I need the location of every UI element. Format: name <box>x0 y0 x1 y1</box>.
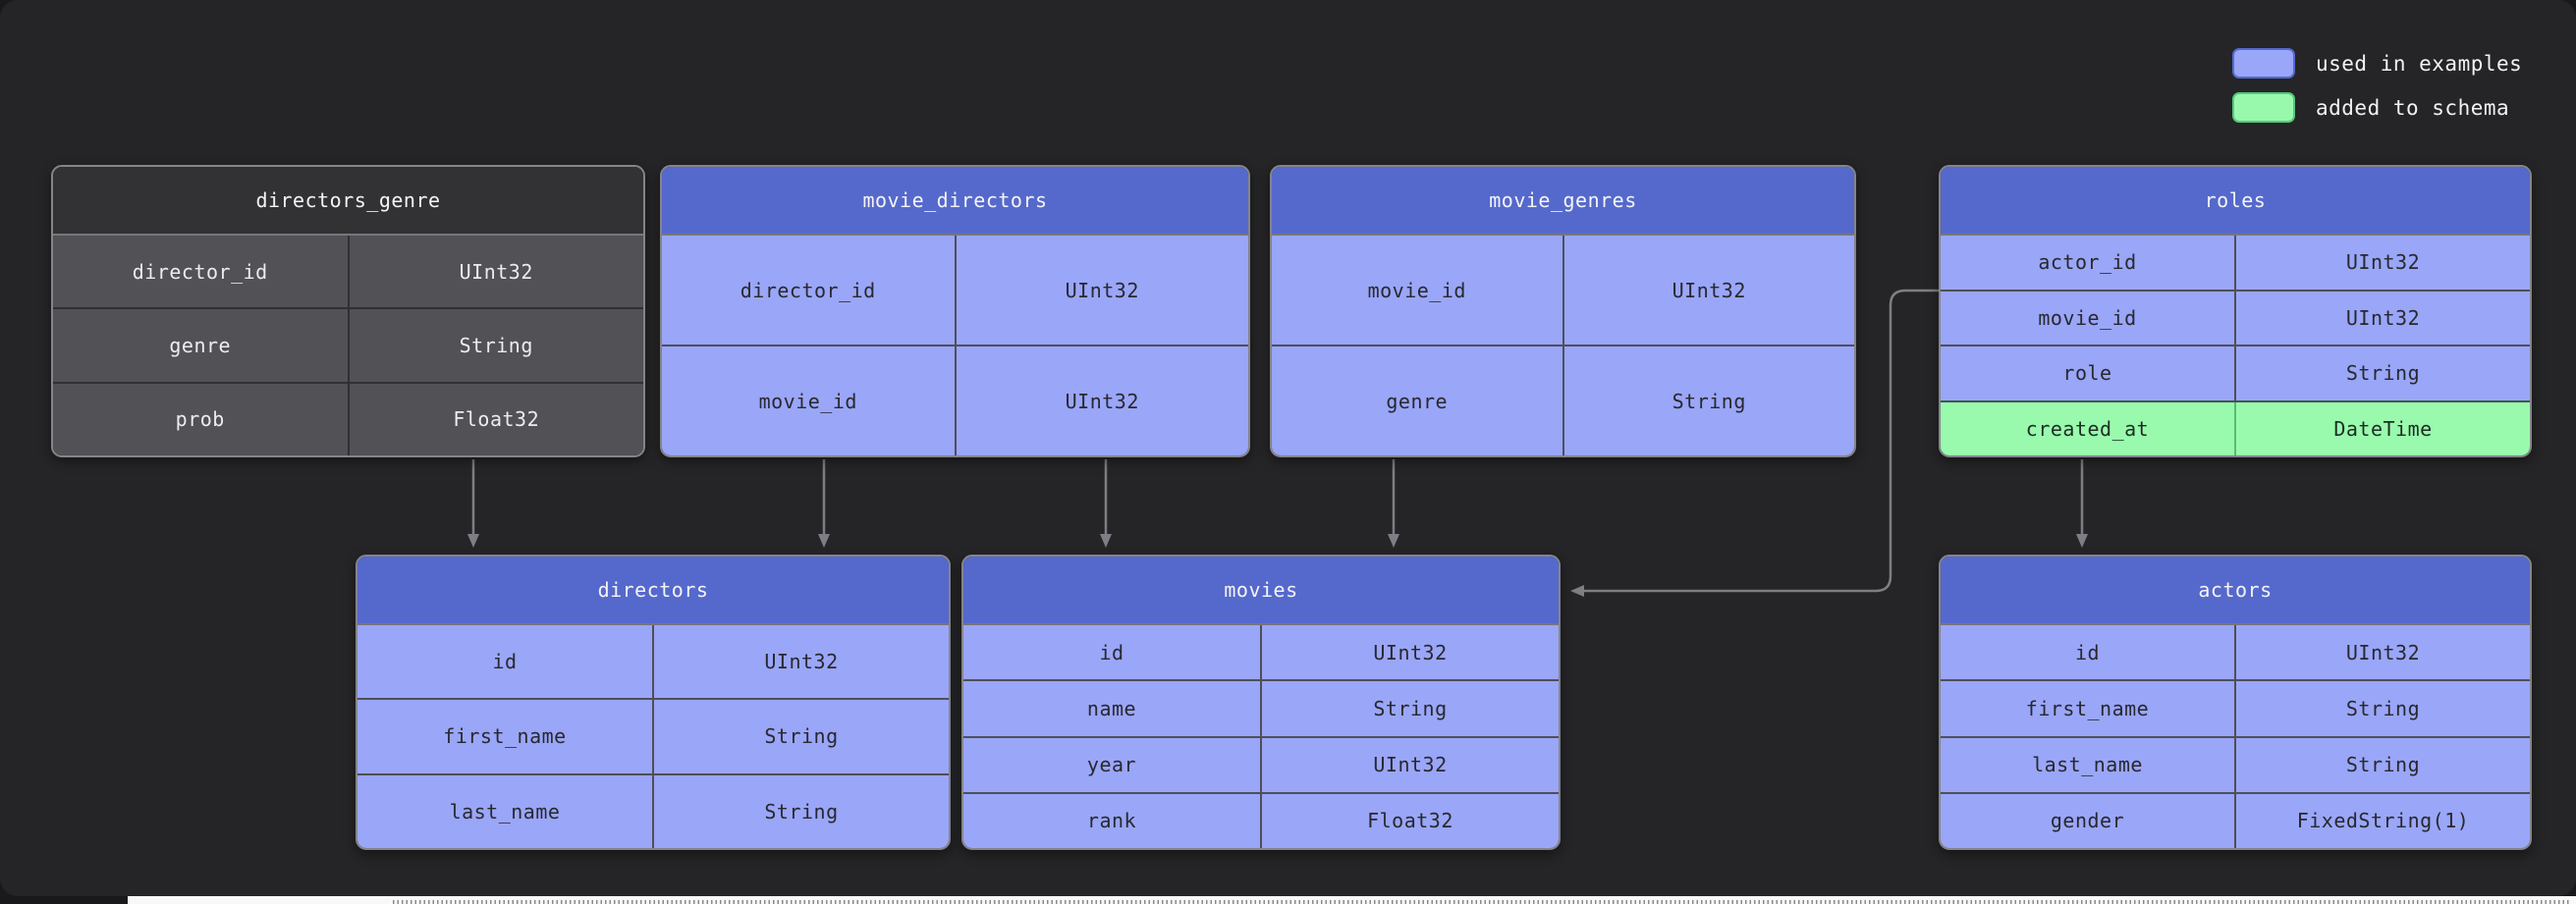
table-row: movie_id UInt32 <box>662 345 1248 455</box>
field-type: String <box>1260 681 1559 736</box>
field-name: id <box>492 650 518 674</box>
legend-item-used-in-examples: used in examples <box>2232 48 2522 79</box>
field-type: DateTime <box>2234 401 2530 455</box>
field-type: UInt32 <box>652 625 949 699</box>
table-row-added-to-schema: created_at DateTime <box>1941 399 2530 455</box>
table-movie-directors: movie_directors director_id UInt32 movie… <box>660 165 1250 457</box>
table-title: actors <box>1941 557 2530 625</box>
table-title: directors <box>357 557 949 625</box>
legend-swatch-used-in-examples <box>2232 48 2295 79</box>
field-type: UInt32 <box>347 236 644 308</box>
field-name: actor_id <box>2038 250 2137 275</box>
table-row: genre String <box>53 307 644 382</box>
field-type: FixedString(1) <box>2234 793 2530 848</box>
table-title: movies <box>963 557 1559 625</box>
field-type: String <box>2234 346 2530 400</box>
table-row: director_id UInt32 <box>53 236 644 308</box>
table-directors-genre: directors_genre director_id UInt32 genre… <box>51 165 645 457</box>
table-row: gender FixedString(1) <box>1941 791 2530 848</box>
table-row: first_name String <box>357 698 949 773</box>
legend-item-added-to-schema: added to schema <box>2232 92 2522 123</box>
field-name: id <box>2074 640 2101 665</box>
table-row: genre String <box>1272 345 1854 455</box>
field-type: UInt32 <box>2234 625 2530 680</box>
field-name: first_name <box>443 724 567 749</box>
table-row: name String <box>963 679 1559 736</box>
field-name: movie_id <box>758 389 857 413</box>
table-row: prob Float32 <box>53 381 644 455</box>
field-type: UInt32 <box>2234 291 2530 345</box>
field-type: UInt32 <box>1562 236 1855 345</box>
table-title: directors_genre <box>53 167 643 236</box>
page-bottom-strip <box>128 896 2576 904</box>
table-row: first_name String <box>1941 679 2530 736</box>
field-name: rank <box>1086 809 1137 833</box>
field-name: genre <box>1386 389 1449 413</box>
field-type: String <box>347 309 644 382</box>
table-title: roles <box>1941 167 2530 236</box>
table-row: id UInt32 <box>1941 625 2530 680</box>
field-name: first_name <box>2025 696 2150 720</box>
field-name: movie_id <box>1367 278 1466 302</box>
table-row: id UInt32 <box>357 625 949 699</box>
field-type: String <box>652 774 949 848</box>
field-type: UInt32 <box>2234 236 2530 290</box>
table-row: last_name String <box>357 772 949 848</box>
field-type: String <box>2234 681 2530 736</box>
table-row: rank Float32 <box>963 791 1559 848</box>
table-directors: directors id UInt32 first_name String la… <box>356 555 951 850</box>
field-type: UInt32 <box>1260 625 1559 680</box>
field-type: UInt32 <box>1260 737 1559 792</box>
field-name: last_name <box>449 799 561 824</box>
field-name: gender <box>2050 809 2125 833</box>
table-row: movie_id UInt32 <box>1272 236 1854 345</box>
table-row: year UInt32 <box>963 735 1559 792</box>
legend-label: added to schema <box>2316 95 2510 120</box>
field-name: genre <box>169 333 232 357</box>
legend-label: used in examples <box>2316 51 2523 76</box>
table-title: movie_directors <box>662 167 1248 236</box>
field-name: director_id <box>132 259 268 284</box>
field-name: last_name <box>2032 753 2143 777</box>
table-row: role String <box>1941 345 2530 400</box>
field-name: year <box>1086 753 1137 777</box>
table-roles: roles actor_id UInt32 movie_id UInt32 ro… <box>1939 165 2532 457</box>
field-name: movie_id <box>2038 305 2137 330</box>
field-type: Float32 <box>347 383 644 455</box>
field-name: name <box>1086 696 1137 720</box>
table-row: movie_id UInt32 <box>1941 289 2530 345</box>
field-type: String <box>1562 346 1855 455</box>
field-name: id <box>1099 640 1124 665</box>
field-type: UInt32 <box>954 236 1249 345</box>
table-row: id UInt32 <box>963 625 1559 680</box>
table-movie-genres: movie_genres movie_id UInt32 genre Strin… <box>1270 165 1856 457</box>
field-name: prob <box>175 407 225 432</box>
legend: used in examples added to schema <box>2232 48 2522 123</box>
field-type: Float32 <box>1260 793 1559 848</box>
field-name: role <box>2062 361 2112 386</box>
legend-swatch-added-to-schema <box>2232 92 2295 123</box>
field-name: director_id <box>740 278 876 302</box>
field-name: created_at <box>2025 416 2150 441</box>
field-type: String <box>652 700 949 773</box>
table-row: last_name String <box>1941 735 2530 792</box>
table-title: movie_genres <box>1272 167 1854 236</box>
table-movies: movies id UInt32 name String year UInt32… <box>961 555 1561 850</box>
table-row: director_id UInt32 <box>662 236 1248 345</box>
field-type: UInt32 <box>954 346 1249 455</box>
field-type: String <box>2234 737 2530 792</box>
table-row: actor_id UInt32 <box>1941 236 2530 290</box>
table-actors: actors id UInt32 first_name String last_… <box>1939 555 2532 850</box>
